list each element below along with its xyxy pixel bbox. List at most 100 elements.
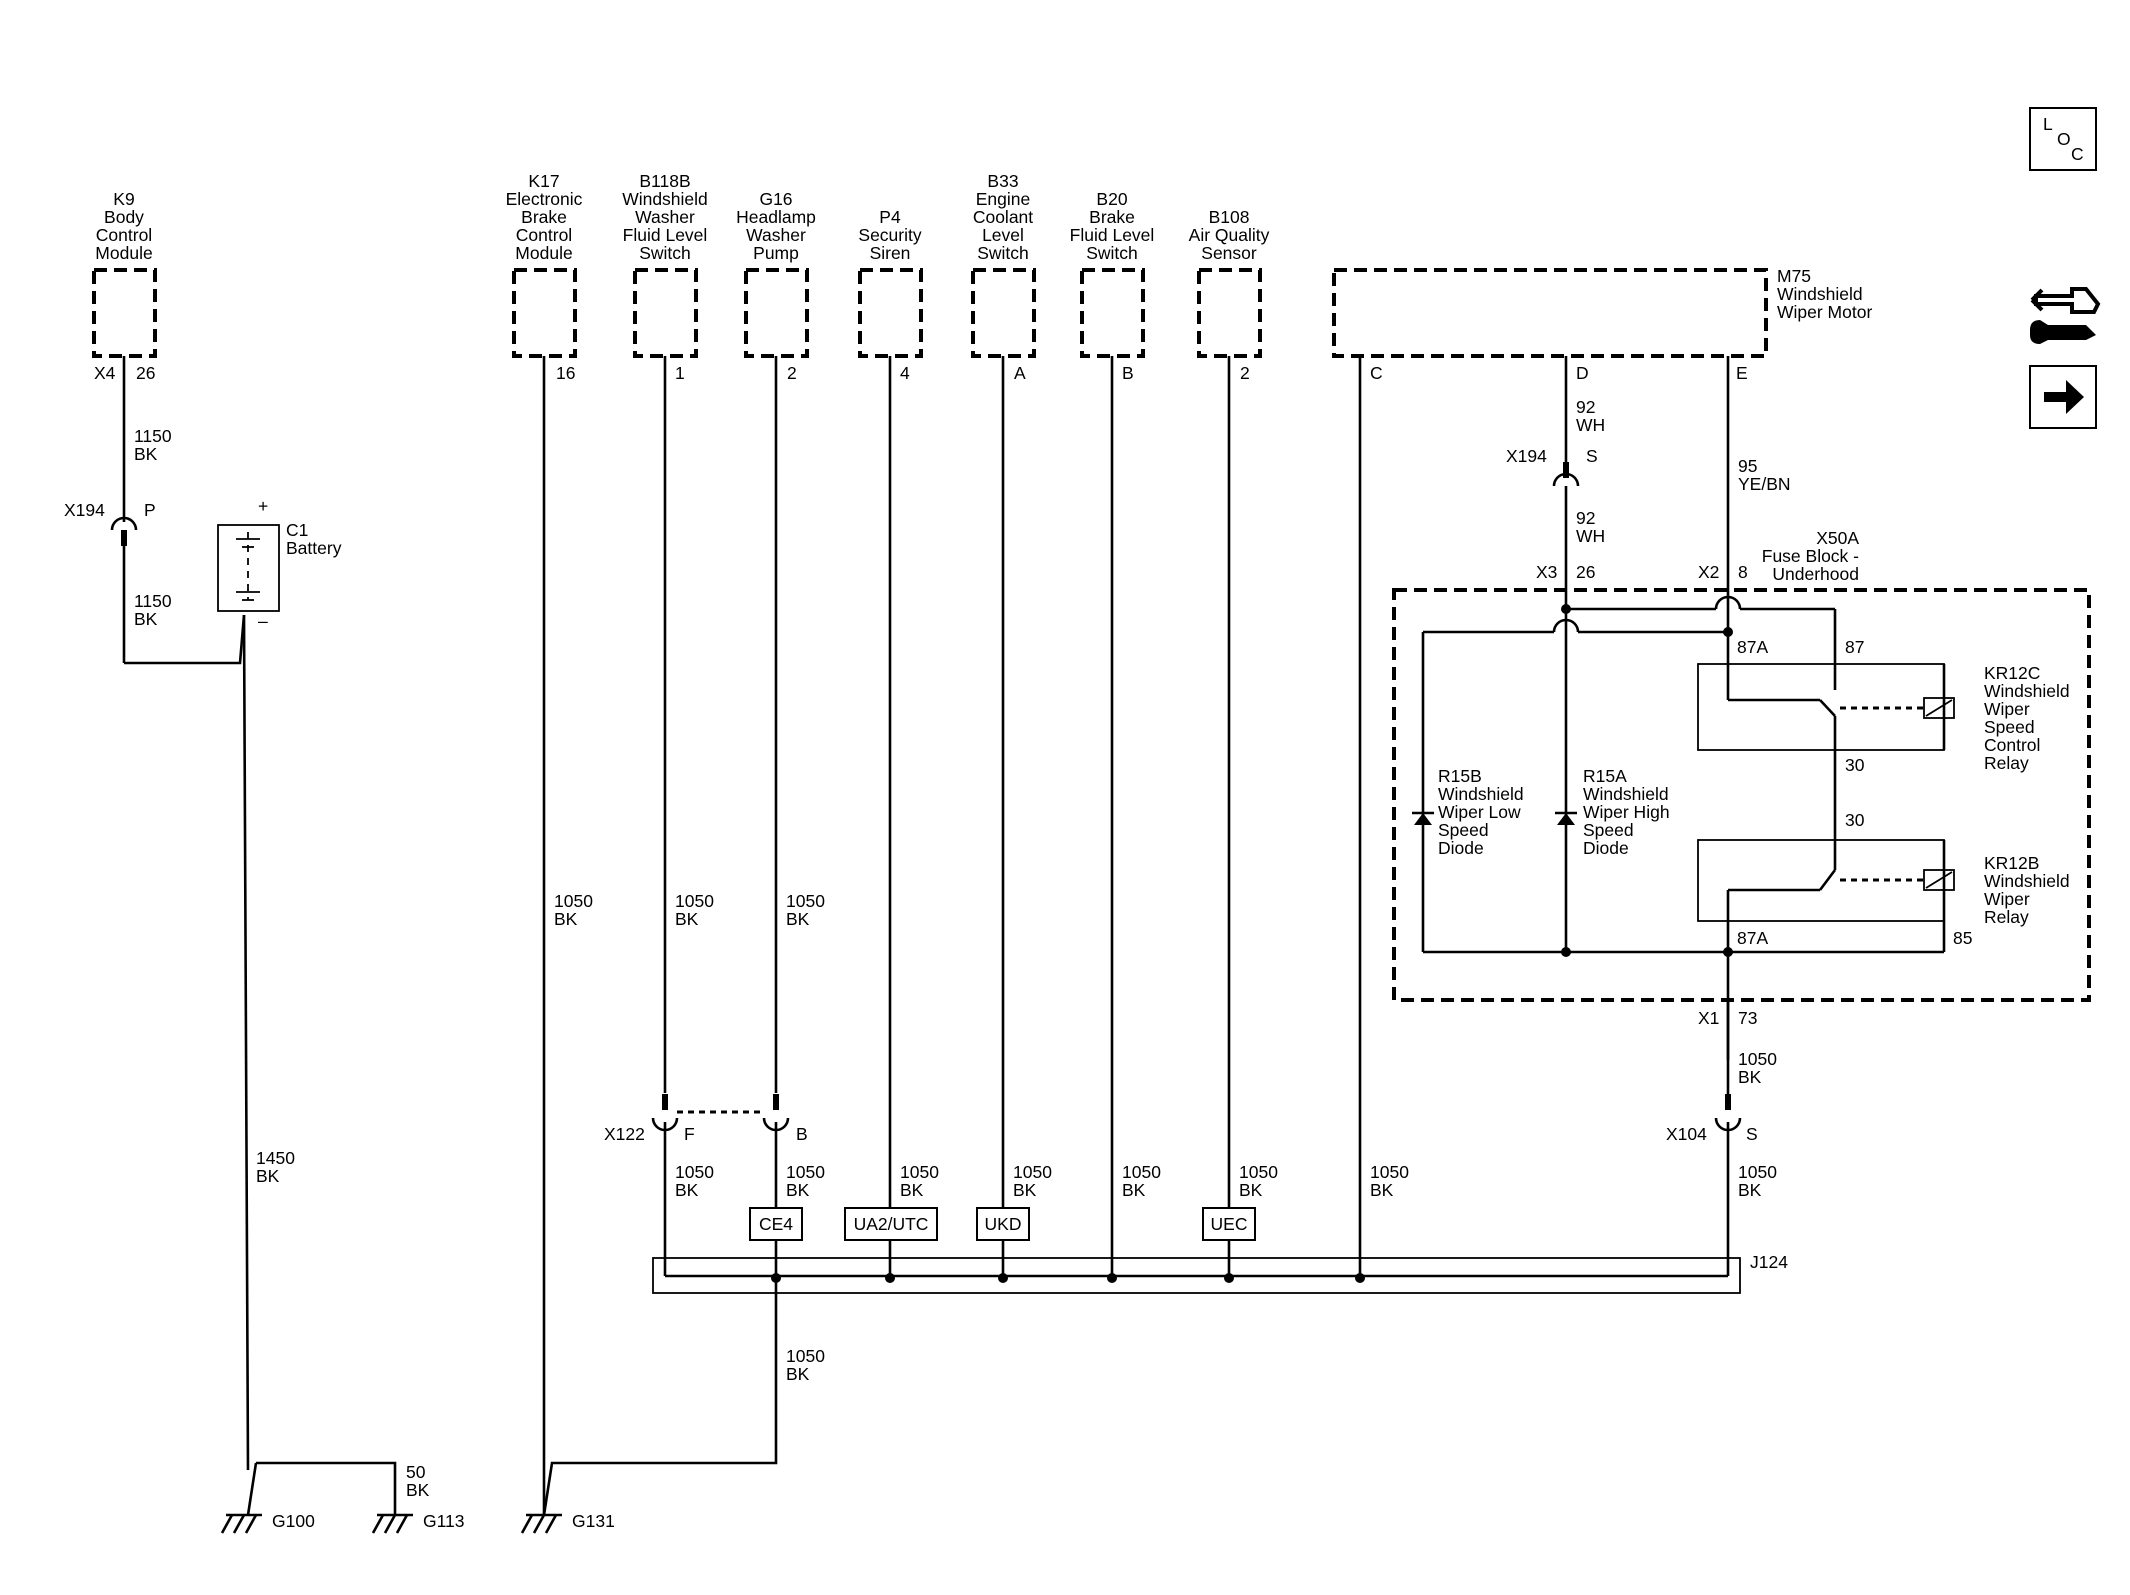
svg-text:X1: X1: [1698, 1008, 1719, 1028]
svg-text:CE4: CE4: [759, 1214, 793, 1234]
svg-text:Washer: Washer: [746, 225, 806, 245]
svg-text:X104: X104: [1666, 1124, 1707, 1144]
option-ua2-utc: [844, 1207, 938, 1241]
splice-j124: J124: [652, 1252, 1788, 1294]
svg-text:BK: BK: [675, 909, 699, 929]
k17-circuit: 1050 BK 1050 BK: [542, 356, 825, 1516]
m75-d-circuit: 92 WH X194 S 92 WH X3 26: [1506, 356, 1605, 608]
svg-text:UEC: UEC: [1211, 1214, 1248, 1234]
svg-text:M75: M75: [1777, 266, 1811, 286]
svg-text:Windshield: Windshield: [1984, 681, 2070, 701]
k9-name-3: Module: [95, 243, 152, 263]
svg-text:1050: 1050: [1122, 1162, 1161, 1182]
svg-text:S: S: [1586, 446, 1598, 466]
fuse-block-outline: [1392, 588, 2091, 1002]
x194-left-connector: [110, 516, 138, 531]
svg-text:KR12C: KR12C: [1984, 663, 2040, 683]
svg-text:B: B: [1122, 363, 1134, 383]
svg-text:K17: K17: [528, 171, 559, 191]
svg-text:–: –: [258, 611, 268, 631]
svg-text:C1: C1: [286, 520, 308, 540]
next-arrow-button[interactable]: [2029, 365, 2097, 429]
svg-text:1050: 1050: [1239, 1162, 1278, 1182]
svg-text:2: 2: [787, 363, 797, 383]
svg-text:O: O: [2057, 129, 2071, 149]
svg-text:1050: 1050: [554, 891, 593, 911]
svg-text:BK: BK: [134, 444, 158, 464]
svg-text:BK: BK: [256, 1166, 280, 1186]
loc-button[interactable]: L O C: [2029, 107, 2097, 171]
svg-text:+: +: [258, 496, 268, 516]
svg-text:Wiper: Wiper: [1984, 699, 2030, 719]
x104-circuit: X1 73 1050 BK X104 S 1050 BK: [1666, 1000, 1777, 1276]
svg-text:30: 30: [1845, 755, 1865, 775]
ground-g100: G100: [220, 1511, 315, 1534]
svg-text:BK: BK: [786, 1364, 810, 1384]
svg-text:87A: 87A: [1737, 928, 1768, 948]
diode-r15b: R15B Windshield Wiper Low Speed Diode: [1412, 766, 1524, 858]
svg-text:Level: Level: [982, 225, 1024, 245]
svg-text:Brake: Brake: [1089, 207, 1135, 227]
svg-text:Brake: Brake: [521, 207, 567, 227]
ground-g131: G131: [520, 1511, 615, 1534]
svg-text:1150: 1150: [134, 591, 172, 611]
svg-text:Siren: Siren: [870, 243, 911, 263]
m75-e-circuit: 95 YE/BN X2 8: [1698, 356, 1791, 600]
svg-text:Security: Security: [858, 225, 921, 245]
svg-text:Engine: Engine: [976, 189, 1031, 209]
b20-box: [1080, 268, 1145, 358]
k9-connector-label: X4: [94, 363, 116, 383]
svg-text:Pump: Pump: [753, 243, 799, 263]
battery-ground-circuit: 1450 BK 50 BK: [242, 614, 430, 1516]
svg-text:50: 50: [406, 1462, 426, 1482]
svg-text:1050: 1050: [786, 891, 825, 911]
k9-pin-label: 26: [136, 363, 155, 383]
svg-text:C: C: [2071, 144, 2084, 164]
svg-text:2: 2: [1240, 363, 1250, 383]
svg-text:X194: X194: [64, 500, 105, 520]
svg-text:S: S: [1746, 1124, 1758, 1144]
diode-r15a: R15A Windshield Wiper High Speed Diode: [1555, 766, 1670, 858]
svg-text:Relay: Relay: [1984, 907, 2029, 927]
svg-text:A: A: [1014, 363, 1026, 383]
b118b-label: B118B Windshield Washer Fluid Level Swit…: [622, 171, 708, 263]
option-ukd: [976, 1207, 1030, 1241]
svg-text:Windshield: Windshield: [1777, 284, 1863, 304]
svg-text:G113: G113: [423, 1511, 465, 1531]
svg-text:Wiper Low: Wiper Low: [1438, 802, 1521, 822]
svg-text:G16: G16: [759, 189, 792, 209]
k9-id: K9: [113, 189, 134, 209]
svg-text:B33: B33: [987, 171, 1018, 191]
svg-text:85: 85: [1953, 928, 1972, 948]
b108-label: B108 Air Quality Sensor: [1189, 207, 1270, 263]
svg-text:C: C: [1370, 363, 1383, 383]
svg-text:26: 26: [1576, 562, 1595, 582]
connector-tools-icon[interactable]: [2030, 287, 2101, 344]
svg-text:1450: 1450: [256, 1148, 295, 1168]
svg-text:P: P: [144, 500, 156, 520]
svg-text:BK: BK: [675, 1180, 699, 1200]
svg-text:Sensor: Sensor: [1201, 243, 1257, 263]
svg-text:1050: 1050: [1738, 1049, 1777, 1069]
svg-text:Fluid Level: Fluid Level: [1070, 225, 1155, 245]
p4-box: [858, 268, 923, 358]
svg-text:1: 1: [675, 363, 685, 383]
svg-text:BK: BK: [786, 1180, 810, 1200]
x194-right-connector: [1552, 472, 1580, 487]
svg-text:1050: 1050: [1370, 1162, 1409, 1182]
k9-name-1: Body: [104, 207, 144, 227]
svg-text:1050: 1050: [1013, 1162, 1052, 1182]
module-boxes: [92, 268, 1768, 358]
svg-text:Control: Control: [516, 225, 572, 245]
svg-text:BK: BK: [1738, 1180, 1762, 1200]
svg-text:Headlamp: Headlamp: [736, 207, 816, 227]
svg-text:YE/BN: YE/BN: [1738, 474, 1791, 494]
svg-text:Coolant: Coolant: [973, 207, 1033, 227]
svg-text:Speed: Speed: [1583, 820, 1634, 840]
svg-text:Speed: Speed: [1438, 820, 1489, 840]
svg-text:1050: 1050: [900, 1162, 939, 1182]
battery: + – C1 Battery: [217, 496, 342, 631]
svg-text:92: 92: [1576, 397, 1595, 417]
svg-text:1050: 1050: [675, 891, 714, 911]
